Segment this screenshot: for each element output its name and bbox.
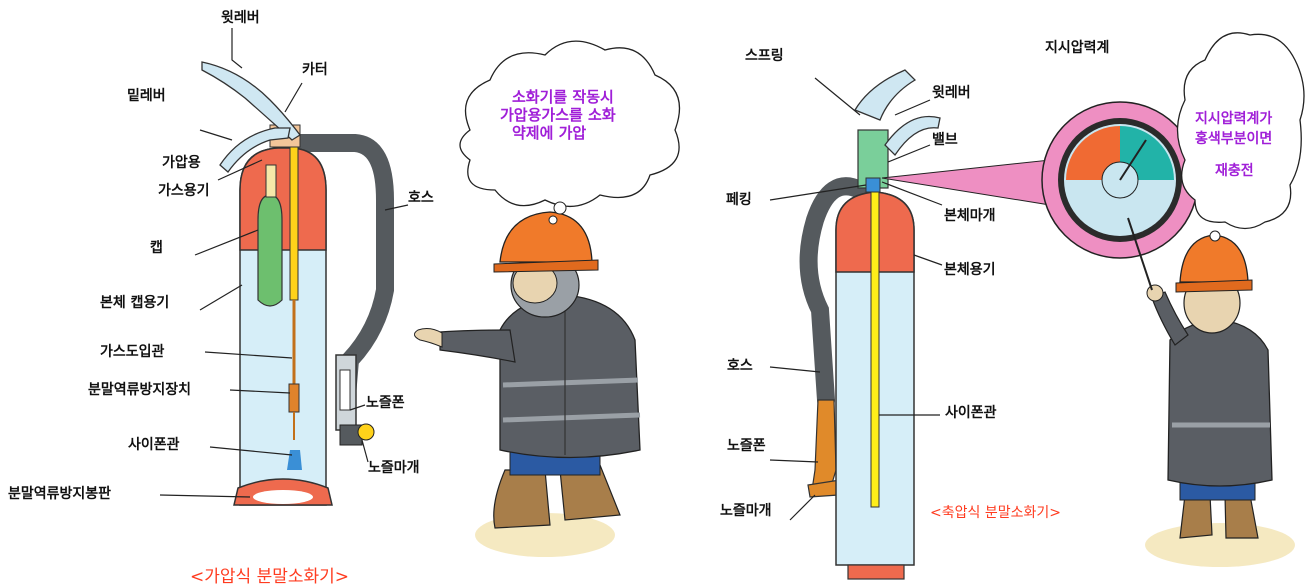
right-worker-figure [1128, 218, 1295, 567]
label-body-cap-container: 본체 캡용기 [100, 295, 169, 311]
label-backflow-plate: 분말역류방지봉판 [8, 486, 111, 502]
label-valve: 밸브 [932, 132, 958, 148]
left-bubble-line2: 가압용가스를 소화 [500, 106, 616, 124]
label-packing: 페킹 [726, 192, 752, 208]
label-gas-container-line1: 가압용 [162, 155, 201, 171]
label-backflow-device: 분말역류방지장치 [88, 382, 191, 398]
right-nozzle [812, 400, 836, 490]
label-hose-right: 호스 [727, 358, 753, 374]
label-top-lever: 윗레버 [221, 10, 260, 26]
left-worker-helmet [500, 212, 592, 262]
left-extinguisher [202, 62, 385, 505]
label-body-container: 본체용기 [944, 262, 996, 278]
label-gauge-title: 지시압력계 [1045, 40, 1109, 56]
right-extinguisher [808, 70, 940, 579]
right-bubble-line2: 홍색부분이면 [1195, 130, 1272, 148]
label-gas-inlet-tube: 가스도입관 [100, 344, 164, 360]
label-siphon-tube-left: 사이폰관 [128, 437, 180, 453]
label-hose-left: 호스 [408, 190, 434, 206]
label-cutter: 카터 [302, 62, 328, 78]
left-nozzle-cap [358, 424, 374, 440]
label-siphon-tube-right: 사이폰관 [945, 405, 997, 421]
label-nozzle-cap-left: 노즐마개 [368, 460, 420, 476]
label-top-lever-right: 윗레버 [932, 85, 971, 101]
right-bubble-line3: 재충전 [1215, 162, 1254, 180]
left-worker-figure [414, 212, 640, 557]
caption-left: <가압식 분말소화기> [190, 562, 349, 587]
left-gas-cylinder [258, 195, 282, 306]
label-cap: 캡 [150, 240, 163, 256]
label-body-cap: 본체마개 [944, 208, 996, 224]
label-nozzle-cap-right: 노즐마개 [720, 503, 772, 519]
caption-right: <축압식 분말소화기> [930, 502, 1061, 522]
left-bubble-line1: 소화기를 작동시 [512, 88, 614, 106]
label-nozzle-right: 노즐폰 [727, 438, 766, 454]
label-nozzle-left: 노즐폰 [366, 395, 405, 411]
left-bubble-line3: 약제에 가압 [512, 124, 586, 142]
label-spring: 스프링 [745, 48, 784, 64]
right-worker-helmet [1180, 235, 1248, 282]
label-bottom-lever: 밑레버 [127, 88, 166, 104]
right-bubble-line1: 지시압력계가 [1195, 110, 1272, 128]
right-top-lever [855, 70, 915, 120]
label-gas-container-line2: 가스용기 [158, 183, 210, 199]
